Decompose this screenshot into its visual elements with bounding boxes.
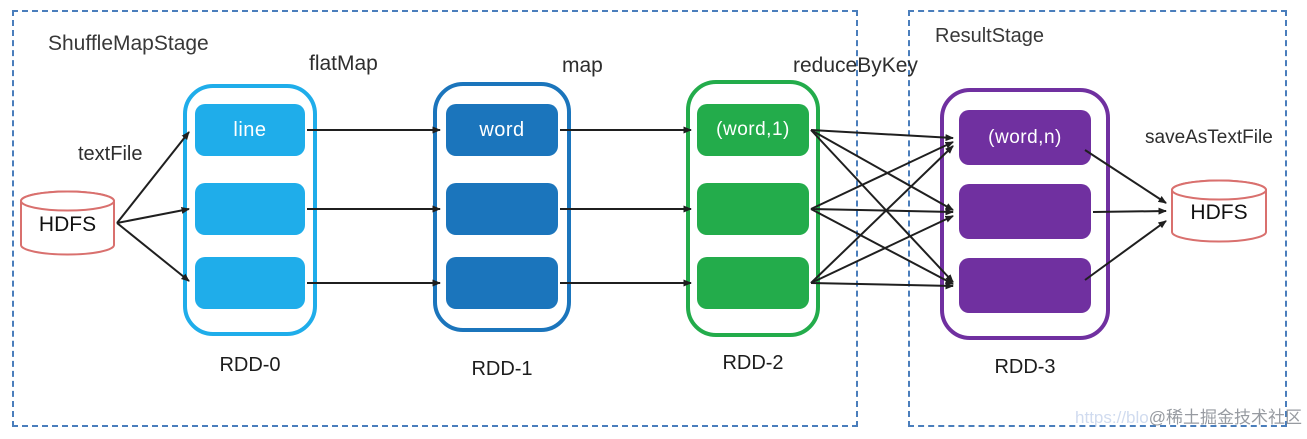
op-saveastextfile-label: saveAsTextFile — [1145, 127, 1273, 148]
op-reducebykey-label: reduceByKey — [793, 54, 918, 77]
rdd2-partition-2 — [697, 183, 809, 235]
rdd1-partition-3 — [446, 257, 558, 309]
rdd0-partition-1: line — [195, 104, 305, 156]
rdd0-container: line — [183, 84, 317, 336]
rdd3-partition-3 — [959, 258, 1091, 313]
rdd1-partition-1: word — [446, 104, 558, 156]
hdfs-input-label: HDFS — [38, 213, 97, 236]
hdfs-output-label: HDFS — [1190, 201, 1248, 224]
rdd1-name-label: RDD-1 — [471, 358, 533, 380]
op-flatmap-label: flatMap — [309, 52, 378, 75]
rdd0-partition-3 — [195, 257, 305, 309]
rdd0-partition-2 — [195, 183, 305, 235]
rdd3-partition-1: (word,n) — [959, 110, 1091, 165]
rdd2-partition-1: (word,1) — [697, 104, 809, 156]
result-stage-label: ResultStage — [935, 25, 1044, 47]
rdd0-name-label: RDD-0 — [219, 354, 281, 376]
watermark-url-fragment: https://blo — [1075, 408, 1149, 427]
op-textfile-label: textFile — [78, 143, 143, 165]
rdd3-container: (word,n) — [940, 88, 1110, 340]
shuffle-map-stage-label: ShuffleMapStage — [48, 32, 209, 55]
rdd2-name-label: RDD-2 — [722, 352, 784, 374]
watermark: https://blo@稀土掘金技术社区 — [1040, 403, 1302, 428]
rdd1-partition-2 — [446, 183, 558, 235]
rdd2-partition-3 — [697, 257, 809, 309]
rdd1-container: word — [433, 82, 571, 332]
rdd3-name-label: RDD-3 — [994, 356, 1056, 378]
rdd2-container: (word,1) — [686, 80, 820, 337]
watermark-community-text: @稀土掘金技术社区 — [1148, 408, 1302, 427]
op-map-label: map — [562, 54, 603, 77]
rdd3-partition-2 — [959, 184, 1091, 239]
